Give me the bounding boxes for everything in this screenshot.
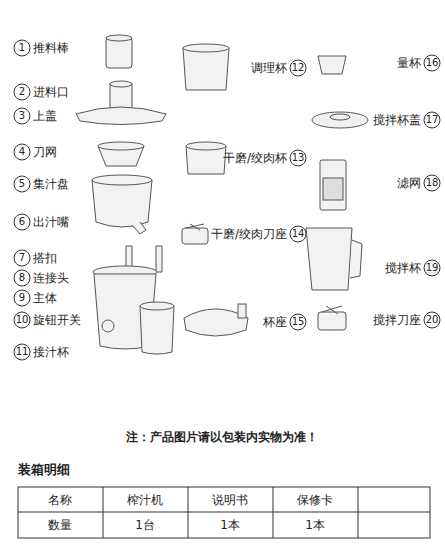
table-heading: 装箱明细 [18,462,70,478]
part-label: 连接头 [33,271,69,285]
callout-number: 13 [292,152,305,164]
table-cell: 数量 [48,518,72,532]
callout-circles [14,40,440,360]
part-drawings [76,35,368,354]
table-cell: 说明书 [212,493,248,507]
part-label: 杯座 [263,315,287,329]
callout-number: 12 [292,62,305,74]
callout-number: 17 [426,114,439,126]
callout-number: 8 [19,272,25,284]
table-cell: 1台 [135,518,155,532]
callout-number: 14 [292,228,305,240]
table-cell: 1本 [220,518,240,532]
part-label: 滤网 [397,176,421,190]
part-label: 主体 [33,291,57,305]
part-label: 搅拌杯盖 [373,113,421,127]
callout-number: 6 [19,216,25,228]
part-label: 干磨/绞肉刀座 [211,227,287,241]
part-label: 旋钮开关 [33,313,81,327]
callout-number: 4 [19,146,25,158]
part-label: 搅拌刀座 [373,313,421,327]
callout-number: 19 [426,262,439,274]
table-cell: 名称 [48,493,72,507]
callout-number: 3 [19,110,25,122]
part-label: 出汁嘴 [33,215,69,229]
callout-number: 7 [19,252,25,264]
callout-number: 15 [292,316,305,328]
part-label: 搅拌杯 [385,261,421,275]
callout-number: 10 [16,314,29,326]
part-label: 推料棒 [33,41,69,55]
table-cell: 1本 [305,518,325,532]
callout-number: 5 [19,178,25,190]
callout-number: 2 [19,86,25,98]
part-label: 调理杯 [251,61,287,75]
table-cell: 保修卡 [297,493,333,507]
part-label: 刀网 [33,145,57,159]
callout-number: 1 [19,42,25,54]
part-label: 进料口 [33,85,69,99]
callout-number: 9 [19,292,25,304]
part-label: 接汁杯 [33,345,69,359]
package-table-grid [18,487,430,538]
table-cell: 榨汁机 [127,493,163,507]
callout-number: 16 [426,57,439,69]
callout-number: 18 [426,177,439,189]
part-label: 搭扣 [33,251,57,265]
part-label: 干磨/绞肉杯 [223,151,287,165]
callout-number: 11 [16,346,29,358]
part-label: 上盖 [33,109,57,123]
callout-number: 20 [426,314,439,326]
part-label: 集汁盘 [33,177,69,191]
note-text: 注：产品图片请以包装内实物为准！ [126,430,318,444]
part-label: 量杯 [397,56,421,70]
